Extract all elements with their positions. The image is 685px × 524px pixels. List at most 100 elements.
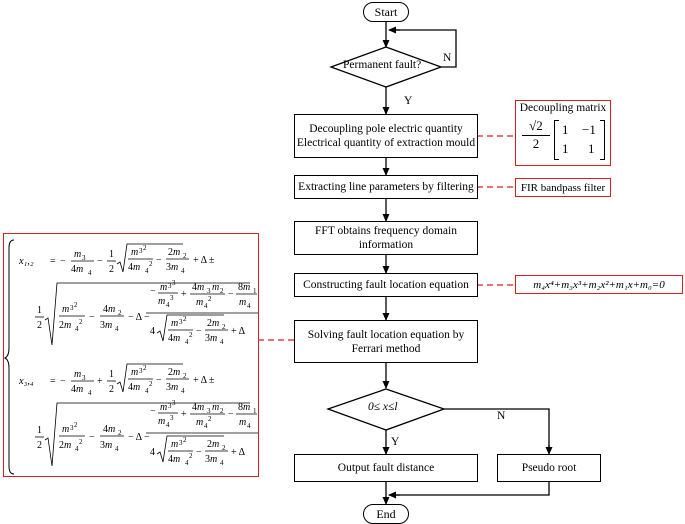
svg-text:+: + (181, 409, 187, 420)
solving-step: Solving fault location equation by Ferra… (294, 320, 478, 363)
svg-text:1: 1 (109, 369, 114, 380)
root-label-34: x₃,₄ (18, 376, 34, 387)
svg-text:m: m (158, 296, 165, 307)
svg-text:m: m (158, 416, 165, 427)
svg-text:4m: 4m (128, 382, 140, 393)
equation-box: m₄x⁴+m₃x³+m₂x²+m₁x+m₀=0 (515, 275, 683, 294)
output-step: Output fault distance (294, 454, 478, 482)
svg-text:4: 4 (150, 326, 155, 337)
start-terminal: Start (363, 2, 409, 22)
svg-text:4m: 4m (168, 333, 180, 344)
svg-text:3m: 3m (205, 454, 217, 465)
svg-text:+: + (97, 376, 103, 387)
matrix-bracket-left (554, 120, 559, 160)
fir-filter-box: FIR bandpass filter (515, 178, 611, 197)
svg-text:4: 4 (185, 459, 189, 467)
svg-text:3: 3 (207, 407, 211, 415)
svg-text:1: 1 (253, 407, 257, 415)
svg-text:2: 2 (222, 323, 226, 331)
svg-text:4: 4 (88, 389, 92, 397)
svg-text:2: 2 (79, 318, 83, 326)
loop-no-label: N (443, 52, 452, 64)
svg-text:3: 3 (70, 424, 74, 432)
svg-text:4: 4 (220, 338, 224, 346)
svg-text:3: 3 (168, 282, 172, 290)
svg-text:3m: 3m (166, 262, 178, 273)
svg-text:4m: 4m (192, 402, 204, 413)
svg-text:2: 2 (79, 438, 83, 446)
svg-text:8m: 8m (238, 402, 250, 413)
svg-text:2: 2 (208, 415, 212, 423)
svg-text:+ Δ ±: + Δ ± (193, 255, 215, 266)
solving-line2: Ferrari method (351, 342, 421, 355)
svg-text:4: 4 (145, 387, 149, 395)
constructing-label: Constructing fault location equation (303, 279, 469, 291)
pseudo-root-step: Pseudo root (497, 454, 601, 482)
svg-text:1: 1 (109, 249, 114, 260)
svg-text:2: 2 (183, 252, 187, 260)
matrix-entry-21: 1 (562, 141, 569, 156)
svg-text:3: 3 (82, 254, 86, 262)
fft-step: FFT obtains frequency domain information (294, 221, 478, 255)
svg-text:2: 2 (74, 301, 78, 309)
svg-text:3m: 3m (205, 333, 217, 344)
svg-text:2: 2 (109, 264, 114, 275)
decision-diamond-fault (329, 46, 443, 88)
svg-text:2: 2 (208, 295, 212, 303)
svg-text:4m: 4m (128, 262, 140, 273)
svg-text:2: 2 (220, 407, 224, 415)
svg-text:2: 2 (143, 364, 147, 372)
extracting-step: Extracting line parameters by filtering (294, 175, 478, 199)
decision-range-label: 0≤ x≤l (368, 401, 398, 413)
decoupling-matrix-box: Decoupling matrix √2 2 1 −1 1 1 (515, 100, 611, 166)
decoupling-step: Decoupling pole electric quantity Electr… (294, 114, 478, 158)
svg-text:4: 4 (181, 267, 185, 275)
matrix-entry-22: 1 (588, 141, 595, 156)
svg-text:4: 4 (247, 422, 251, 430)
svg-text:4: 4 (166, 301, 170, 309)
svg-text:4: 4 (145, 267, 149, 275)
svg-text:4: 4 (115, 445, 119, 453)
svg-text:4: 4 (166, 421, 170, 429)
matrix-entry-11: 1 (562, 122, 569, 137)
svg-text:m: m (171, 439, 178, 450)
matrix-bracket-right (600, 120, 605, 160)
svg-text:3m: 3m (100, 440, 112, 451)
svg-text:4m: 4m (192, 282, 204, 293)
svg-text:4: 4 (150, 447, 155, 458)
svg-text:m: m (196, 297, 203, 308)
svg-text:m: m (74, 249, 81, 260)
decoupling-line1: Decoupling pole electric quantity (309, 123, 463, 135)
svg-text:2m: 2m (168, 367, 180, 378)
svg-text:m: m (74, 369, 81, 380)
svg-text:3m: 3m (166, 382, 178, 393)
svg-text:2: 2 (37, 440, 42, 451)
svg-text:−: − (228, 409, 234, 420)
svg-text:4m: 4m (71, 264, 83, 275)
svg-text:3: 3 (139, 367, 143, 375)
svg-text:4: 4 (88, 269, 92, 277)
svg-text:−: − (150, 286, 156, 297)
svg-text:3: 3 (82, 374, 86, 382)
extracting-label: Extracting line parameters by filtering (298, 181, 474, 193)
svg-text:2m: 2m (168, 247, 180, 258)
svg-text:−: − (228, 289, 234, 300)
svg-text:2: 2 (149, 260, 153, 268)
svg-text:3: 3 (207, 287, 211, 295)
constructing-step: Constructing fault location equation (294, 273, 478, 297)
decoupling-line2: Electrical quantity of extraction mould (296, 137, 476, 149)
end-terminal: End (363, 504, 409, 524)
start-label: Start (374, 4, 398, 19)
svg-text:2: 2 (37, 320, 42, 331)
svg-text:+ Δ: + Δ (231, 326, 246, 337)
loop-no-path (391, 29, 457, 68)
output-label: Output fault distance (337, 462, 435, 474)
svg-text:2: 2 (183, 315, 187, 323)
svg-text:m: m (62, 424, 69, 435)
fft-line2: information (358, 239, 414, 251)
svg-text:4: 4 (185, 338, 189, 346)
range-no-path (444, 408, 550, 450)
svg-text:− Δ −: − Δ − (128, 432, 150, 443)
